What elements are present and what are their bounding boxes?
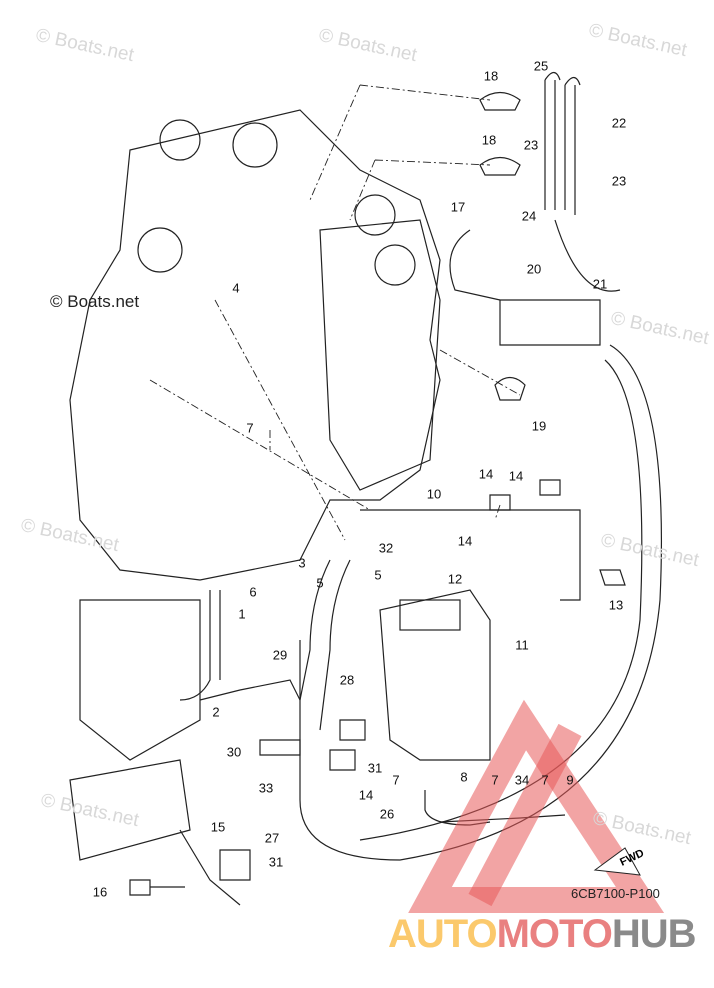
fwd-arrow: FWD <box>593 847 646 876</box>
callout-label[interactable]: 26 <box>379 806 395 822</box>
callout-label[interactable]: 12 <box>447 571 463 587</box>
callout-label[interactable]: 31 <box>367 760 383 776</box>
callout-label[interactable]: 17 <box>450 199 466 215</box>
callout-label[interactable]: 23 <box>523 137 539 153</box>
callout-label[interactable]: 24 <box>521 208 537 224</box>
callout-label[interactable]: 4 <box>232 280 240 296</box>
callout-label[interactable]: 8 <box>460 769 468 785</box>
callout-label[interactable]: 25 <box>533 58 549 74</box>
callout-label[interactable]: 23 <box>611 173 627 189</box>
callout-label[interactable]: 19 <box>531 418 547 434</box>
callout-label[interactable]: 1 <box>238 606 246 622</box>
callout-label[interactable]: 7 <box>541 772 549 788</box>
callout-label[interactable]: 9 <box>566 772 574 788</box>
callout-label[interactable]: 18 <box>483 68 499 84</box>
fuel-pump <box>379 589 491 761</box>
callout-label[interactable]: 27 <box>264 830 280 846</box>
logo-triangles <box>408 699 665 913</box>
diagram-code: 6CB7100-P100 <box>571 886 660 901</box>
callout-label[interactable]: 14 <box>358 787 374 803</box>
logo-moto: MOTO <box>496 912 613 956</box>
callout-label[interactable]: 14 <box>508 468 524 484</box>
automotohub-logo: AUTOMOTOHUB <box>388 912 697 956</box>
logo-hub: HUB <box>611 912 697 956</box>
callout-label[interactable]: 10 <box>426 486 442 502</box>
callout-label[interactable]: 21 <box>592 276 608 292</box>
callout-label[interactable]: 33 <box>258 780 274 796</box>
callout-label[interactable]: 31 <box>268 854 284 870</box>
callout-label[interactable]: 5 <box>316 575 324 591</box>
callout-label[interactable]: 18 <box>481 132 497 148</box>
callout-label[interactable]: 20 <box>526 261 542 277</box>
callout-label[interactable]: 3 <box>298 555 306 571</box>
callout-label[interactable]: 32 <box>378 540 394 556</box>
callout-label[interactable]: 28 <box>339 672 355 688</box>
callout-label[interactable]: 14 <box>457 533 473 549</box>
callout-label[interactable]: 2 <box>212 704 220 720</box>
callout-label[interactable]: 7 <box>246 420 254 436</box>
engine-block <box>69 109 441 581</box>
callout-label[interactable]: 30 <box>226 744 242 760</box>
callout-label[interactable]: 6 <box>249 584 257 600</box>
callout-label[interactable]: 14 <box>478 466 494 482</box>
callout-label[interactable]: 34 <box>514 772 530 788</box>
throttle-body <box>79 599 201 761</box>
callout-label[interactable]: 29 <box>272 647 288 663</box>
callout-label[interactable]: 22 <box>611 115 627 131</box>
callout-label[interactable]: 11 <box>515 637 529 653</box>
callout-label[interactable]: 13 <box>608 597 624 613</box>
callout-label[interactable]: 7 <box>491 772 499 788</box>
logo-auto: AUTO <box>388 912 498 956</box>
callout-label[interactable]: 16 <box>92 884 108 900</box>
callout-label[interactable]: 15 <box>210 819 226 835</box>
watermark: © Boats.net <box>50 292 140 311</box>
callout-label[interactable]: 7 <box>392 772 400 788</box>
vapor-canister <box>499 299 601 346</box>
callout-label[interactable]: 5 <box>374 567 382 583</box>
